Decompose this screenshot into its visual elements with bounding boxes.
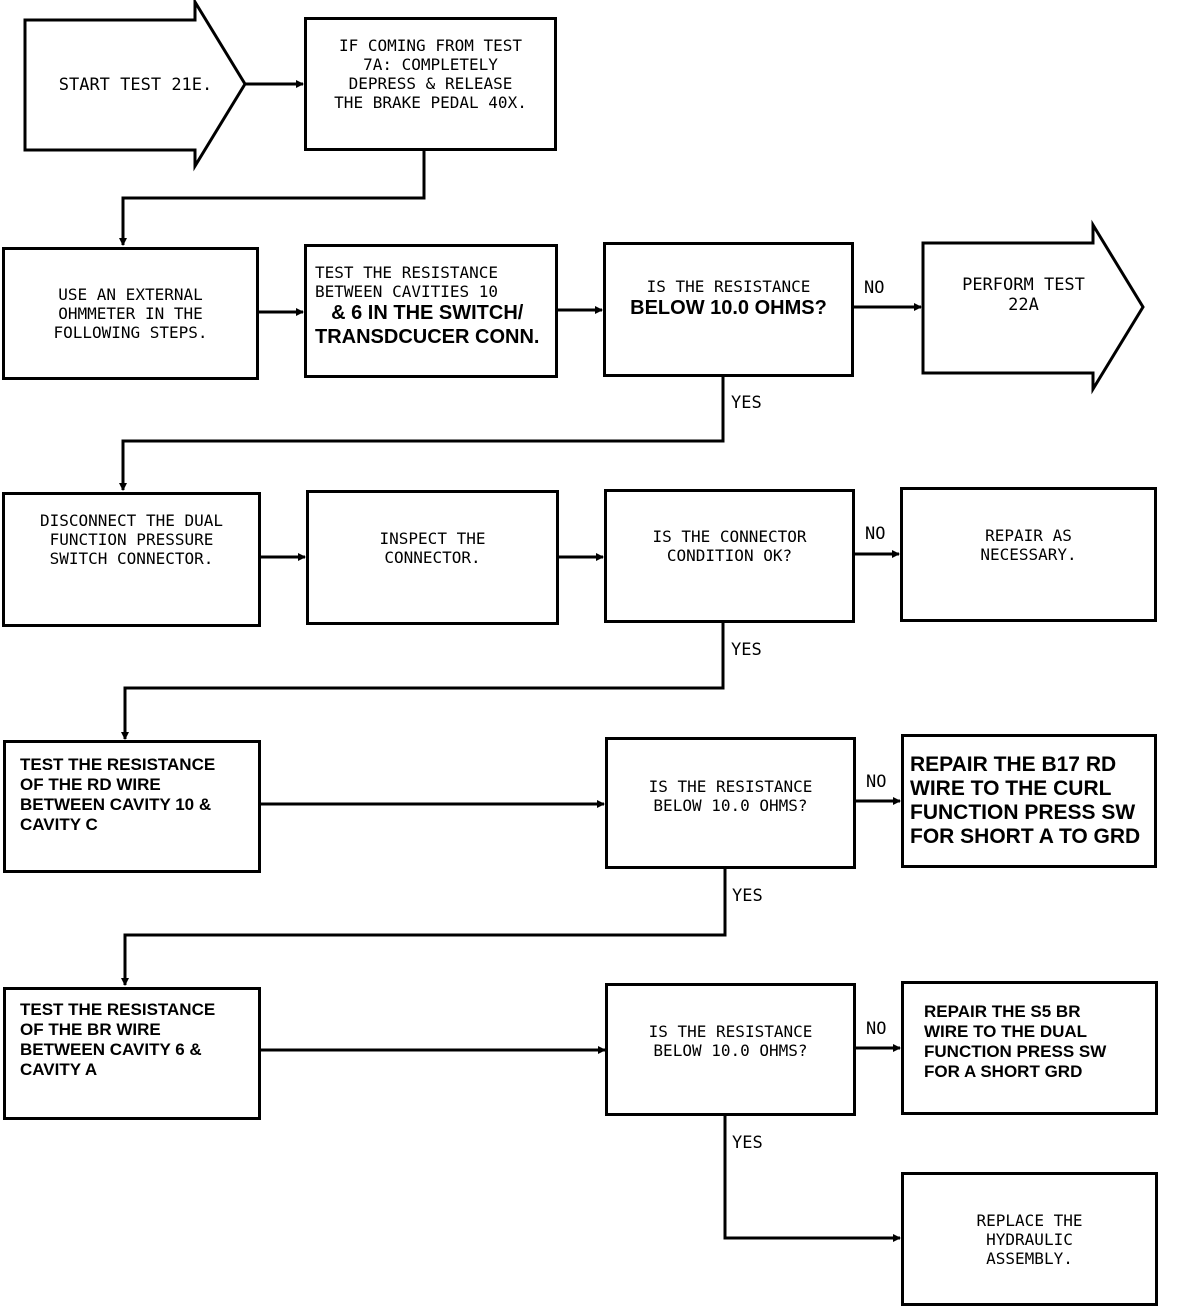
start-label: START TEST 21E. [58, 75, 213, 95]
yes-label-4: YES [732, 1133, 763, 1153]
yes-label-3: YES [732, 886, 763, 906]
line-coming-to-ohmmeter [119, 150, 426, 246]
test-resistance-cavities-text-1: TEST THE RESISTANCE BETWEEN CAVITIES 10 [315, 263, 499, 301]
repair-s5-box: REPAIR THE S5 BR WIRE TO THE DUAL FUNCTI… [901, 981, 1158, 1115]
replace-hydraulic-box: REPLACE THE HYDRAULIC ASSEMBLY. [901, 1172, 1158, 1306]
question-resistance-2-text: IS THE RESISTANCE BELOW 10.0 OHMS? [648, 777, 813, 815]
coming-from-test-box: IF COMING FROM TEST 7A: COMPLETELY DEPRE… [304, 17, 557, 151]
use-ohmmeter-box: USE AN EXTERNAL OHMMETER IN THE FOLLOWIN… [2, 247, 259, 380]
yes-label-1: YES [731, 393, 762, 413]
line-question2-yes [121, 867, 727, 986]
question-resistance-2-box: IS THE RESISTANCE BELOW 10.0 OHMS? [605, 737, 856, 869]
disconnect-connector-box: DISCONNECT THE DUAL FUNCTION PRESSURE SW… [2, 492, 261, 627]
test-resistance-cavities-text-2: & 6 IN THE SWITCH/ TRANSDCUCER CONN. [315, 302, 540, 348]
test-br-wire-box: TEST THE RESISTANCE OF THE BR WIRE BETWE… [3, 987, 261, 1120]
perform-test-node: PERFORM TEST 22A [926, 245, 1121, 350]
no-label-1: NO [864, 278, 885, 298]
perform-test-arrow-shape [921, 219, 1145, 395]
no-label-2: NO [865, 524, 886, 544]
no-label-4: NO [866, 1019, 887, 1039]
coming-from-test-text: IF COMING FROM TEST 7A: COMPLETELY DEPRE… [334, 36, 527, 112]
replace-hydraulic-text: REPLACE THE HYDRAULIC ASSEMBLY. [976, 1210, 1083, 1268]
inspect-connector-text: INSPECT THE CONNECTOR. [379, 529, 486, 567]
question-connector-text: IS THE CONNECTOR CONDITION OK? [652, 527, 807, 565]
start-node: START TEST 21E. [28, 22, 243, 148]
test-br-wire-text: TEST THE RESISTANCE OF THE BR WIRE BETWE… [20, 1000, 216, 1079]
no-label-3: NO [866, 772, 887, 792]
line-question1-yes [119, 376, 725, 491]
line-question3-yes [723, 1114, 901, 1242]
question-resistance-1-box: IS THE RESISTANCE BELOW 10.0 OHMS? [603, 242, 854, 377]
repair-b17-text: REPAIR THE B17 RD WIRE TO THE CURL FUNCT… [910, 753, 1141, 848]
question-connector-box: IS THE CONNECTOR CONDITION OK? [604, 489, 855, 623]
test-rd-wire-text: TEST THE RESISTANCE OF THE RD WIRE BETWE… [20, 755, 216, 834]
question-resistance-3-box: IS THE RESISTANCE BELOW 10.0 OHMS? [605, 983, 856, 1116]
question-resistance-1-text-2: BELOW 10.0 OHMS? [630, 297, 827, 319]
repair-b17-box: REPAIR THE B17 RD WIRE TO THE CURL FUNCT… [901, 734, 1157, 868]
test-resistance-cavities-box: TEST THE RESISTANCE BETWEEN CAVITIES 10 … [304, 244, 558, 378]
repair-as-necessary-box: REPAIR AS NECESSARY. [900, 487, 1157, 622]
question-resistance-3-text: IS THE RESISTANCE BELOW 10.0 OHMS? [648, 1022, 813, 1060]
question-resistance-1-text-1: IS THE RESISTANCE [646, 277, 811, 296]
use-ohmmeter-text: USE AN EXTERNAL OHMMETER IN THE FOLLOWIN… [53, 285, 208, 342]
start-arrow-shape [23, 0, 247, 172]
perform-test-label: PERFORM TEST 22A [962, 275, 1085, 315]
line-connector-yes [121, 622, 725, 740]
disconnect-connector-text: DISCONNECT THE DUAL FUNCTION PRESSURE SW… [39, 511, 224, 568]
repair-as-necessary-text: REPAIR AS NECESSARY. [980, 526, 1077, 564]
repair-s5-text: REPAIR THE S5 BR WIRE TO THE DUAL FUNCTI… [924, 1002, 1107, 1081]
test-rd-wire-box: TEST THE RESISTANCE OF THE RD WIRE BETWE… [3, 740, 261, 873]
inspect-connector-box: INSPECT THE CONNECTOR. [306, 490, 559, 625]
yes-label-2: YES [731, 640, 762, 660]
